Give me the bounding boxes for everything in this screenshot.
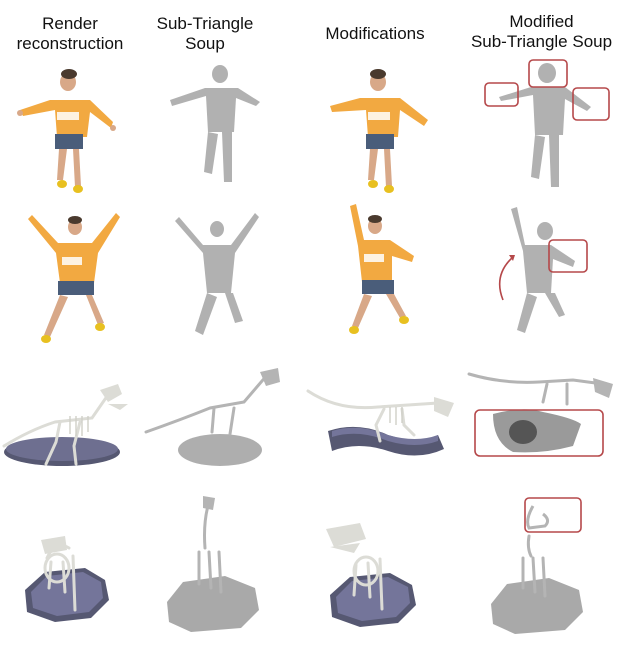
column-header-render: Render reconstruction	[16, 14, 124, 53]
soup-human-jumping	[165, 205, 320, 350]
soup-trex-front	[155, 492, 310, 637]
annotation-box-right-hand	[572, 87, 610, 121]
modified-soup-human-tpose	[465, 55, 620, 195]
modified-soup-human-jumping	[465, 195, 620, 340]
modification-trex-side	[298, 365, 454, 470]
soup-trex-side	[140, 360, 295, 475]
render-trex-side	[0, 360, 155, 475]
annotation-box-base	[474, 409, 604, 457]
annotation-box-head	[528, 59, 568, 88]
soup-human-tpose	[160, 62, 315, 192]
modification-human-tpose	[320, 62, 475, 197]
annotation-box-arm	[548, 239, 588, 273]
column-header-soup: Sub-Triangle Soup	[156, 14, 254, 53]
render-human-tpose	[5, 62, 160, 197]
annotation-box-head	[524, 497, 582, 533]
render-human-jumping	[20, 205, 175, 350]
column-header-modifications: Modifications	[325, 24, 425, 43]
modified-soup-trex-front	[485, 492, 623, 637]
render-trex-front	[5, 500, 160, 635]
modified-soup-trex-side	[463, 362, 618, 462]
column-header-modified-soup: Modified Sub-Triangle Soup	[470, 12, 613, 51]
rotation-arrow-icon	[498, 256, 514, 301]
modification-trex-front	[320, 505, 475, 635]
annotation-box-left-hand	[484, 82, 519, 107]
modification-human-jumping	[330, 200, 485, 345]
